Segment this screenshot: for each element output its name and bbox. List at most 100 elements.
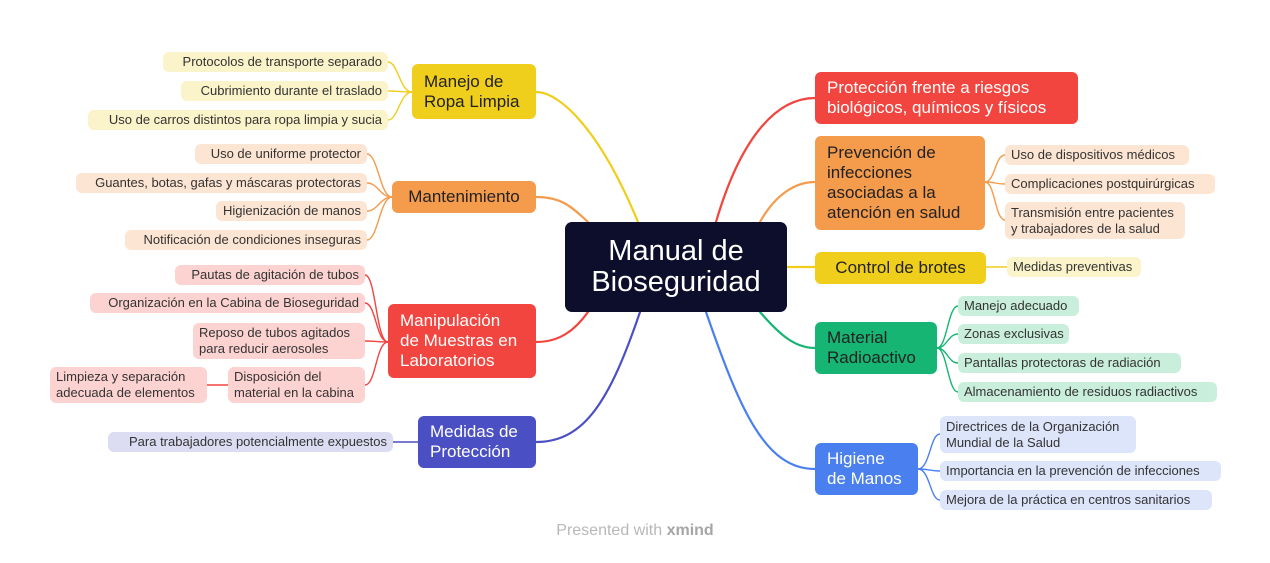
topic-line: atención en salud [827, 203, 961, 222]
subtopic-uso-carros[interactable]: Uso de carros distintos para ropa limpia… [88, 110, 388, 130]
subtopic-dispositivos-medicos[interactable]: Uso de dispositivos médicos [1005, 145, 1189, 165]
subtopic-notificacion-condiciones[interactable]: Notificación de condiciones inseguras [125, 230, 367, 250]
sub-connector-mues [364, 341, 389, 386]
sub-connector-mues [364, 340, 389, 343]
footer-prefix: Presented with [556, 522, 663, 539]
subtopic-pantallas-protectoras[interactable]: Pantallas protectoras de radiación [958, 353, 1181, 373]
subtopic-mejora-practica[interactable]: Mejora de la práctica en centros sanitar… [940, 490, 1212, 510]
subtopic-importancia-prevencion[interactable]: Importancia en la prevención de infeccio… [940, 461, 1221, 481]
topic-mantenimiento[interactable]: Mantenimiento [392, 181, 536, 213]
central-topic-line-1: Manual de [608, 235, 744, 267]
subtopic-line: Directrices de la Organización [946, 418, 1120, 434]
connector-ries [714, 96, 817, 224]
sub-connector-mant [366, 196, 393, 241]
subtopic-label: Protocolos de transporte separado [182, 54, 382, 69]
topic-line: biológicos, químicos y físicos [827, 98, 1047, 117]
sub-connector-mues [364, 274, 389, 343]
subtopic-limpieza-separacion[interactable]: Limpieza y separación adecuada de elemen… [50, 367, 207, 403]
topic-proteccion-riesgos[interactable]: Protección frente a riesgos biológicos, … [815, 72, 1078, 124]
sub-connector-radi [936, 347, 959, 393]
subtopic-complicaciones-postquirurgicas[interactable]: Complicaciones postquirúrgicas [1005, 174, 1215, 194]
topic-manejo-ropa-limpia[interactable]: Manejo de Ropa Limpia [412, 64, 536, 119]
sub-connector-higi [917, 433, 941, 470]
subtopic-transmision-pacientes[interactable]: Transmisión entre pacientes y trabajador… [1005, 202, 1185, 239]
topic-control-brotes[interactable]: Control de brotes [815, 252, 986, 284]
subtopic-label: Manejo adecuado [964, 298, 1068, 313]
subtopic-uniforme-protector[interactable]: Uso de uniforme protector [195, 144, 367, 164]
subtopic-label: Para trabajadores potencialmente expuest… [129, 434, 387, 449]
topic-line: Manejo de [424, 71, 504, 91]
subtopic-almacenamiento-residuos[interactable]: Almacenamiento de residuos radiactivos [958, 382, 1217, 402]
subtopic-line: Limpieza y separación [56, 369, 186, 384]
subtopic-label: Uso de uniforme protector [210, 146, 361, 161]
sub-connector-mues [364, 302, 389, 343]
connector-medi [534, 310, 642, 444]
topic-material-radioactivo[interactable]: Material Radioactivo [815, 322, 937, 374]
subtopic-line: y trabajadores de la salud [1011, 220, 1160, 236]
subtopic-label: Uso de dispositivos médicos [1011, 147, 1176, 162]
subtopic-label: Pantallas protectoras de radiación [964, 355, 1161, 370]
central-topic[interactable]: Manual de Bioseguridad [565, 222, 787, 312]
subtopic-line: material en la cabina [234, 385, 354, 400]
topic-line: Manipulación [400, 311, 501, 330]
presented-with-footer: Presented with xmind [0, 522, 1270, 540]
subtopic-line: Transmisión entre pacientes [1011, 204, 1174, 220]
central-topic-line-2: Bioseguridad [591, 266, 761, 298]
topic-medidas-proteccion[interactable]: Medidas de Protección [418, 416, 536, 468]
connector-ropa [534, 90, 640, 224]
topic-line: Control de brotes [835, 258, 966, 277]
subtopic-manejo-adecuado[interactable]: Manejo adecuado [958, 296, 1079, 316]
topic-line: Protección [430, 442, 511, 461]
sub-connector-mant [366, 153, 393, 198]
subtopic-label: Pautas de agitación de tubos [191, 267, 359, 282]
topic-line: Ropa Limpia [424, 91, 520, 111]
topic-line: infecciones [827, 163, 913, 182]
subtopic-pautas-agitacion[interactable]: Pautas de agitación de tubos [175, 265, 365, 285]
subtopic-higienizacion-manos[interactable]: Higienización de manos [216, 201, 367, 221]
subtopic-cubrimiento-traslado[interactable]: Cubrimiento durante el traslado [181, 81, 388, 101]
topic-line: Higiene [827, 449, 885, 468]
subtopic-zonas-exclusivas[interactable]: Zonas exclusivas [958, 324, 1069, 344]
xmind-brand: xmind [666, 522, 714, 539]
sub-connector-ropa [387, 61, 413, 93]
subtopic-reposo-tubos[interactable]: Reposo de tubos agitados para reducir ae… [193, 323, 365, 359]
subtopic-label: Complicaciones postquirúrgicas [1011, 176, 1195, 191]
subtopic-directrices-oms[interactable]: Directrices de la Organización Mundial d… [940, 416, 1136, 453]
subtopic-medidas-preventivas[interactable]: Medidas preventivas [1007, 257, 1141, 277]
sub-connector-higi [917, 468, 941, 501]
subtopic-label: Guantes, botas, gafas y máscaras protect… [95, 175, 361, 190]
connector-infe [758, 180, 817, 224]
sub-connector-infe [984, 154, 1006, 183]
subtopic-label: Importancia en la prevención de infeccio… [946, 463, 1200, 478]
subtopic-organizacion-cabina[interactable]: Organización en la Cabina de Biosegurida… [90, 293, 365, 313]
sub-connector-infe [984, 181, 1006, 221]
topic-prevencion-infecciones[interactable]: Prevención de infecciones asociadas a la… [815, 136, 985, 230]
subtopic-line: para reducir aerosoles [199, 341, 329, 356]
subtopic-guantes-botas[interactable]: Guantes, botas, gafas y máscaras protect… [76, 173, 367, 193]
topic-higiene-manos[interactable]: Higiene de Manos [815, 443, 918, 495]
topic-line: Radioactivo [827, 348, 916, 367]
topic-line: Protección frente a riesgos [827, 78, 1030, 97]
topic-line: asociadas a la [827, 183, 936, 202]
connector-higi [704, 310, 817, 471]
subtopic-protocolos-transporte[interactable]: Protocolos de transporte separado [163, 52, 388, 72]
subtopic-label: Zonas exclusivas [964, 326, 1064, 341]
subtopic-disposicion-material[interactable]: Disposición del material en la cabina [228, 367, 365, 403]
topic-manipulacion-muestras[interactable]: Manipulación de Muestras en Laboratorios [388, 304, 536, 378]
topic-line: de Manos [827, 469, 902, 488]
connector-mant [534, 195, 590, 224]
topic-line: Material [827, 328, 888, 347]
subtopic-label: Mejora de la práctica en centros sanitar… [946, 492, 1191, 507]
subtopic-line: Mundial de la Salud [946, 434, 1061, 450]
subtopic-label: Organización en la Cabina de Biosegurida… [108, 295, 359, 310]
subtopic-trabajadores-expuestos[interactable]: Para trabajadores potencialmente expuest… [108, 432, 393, 452]
subtopic-label: Medidas preventivas [1013, 259, 1133, 274]
connector-mues [534, 310, 590, 344]
sub-connector-ropa [387, 91, 413, 121]
subtopic-line: Reposo de tubos agitados [199, 325, 351, 340]
topic-line: de Muestras en [400, 331, 518, 350]
topic-line: Prevención de [827, 143, 936, 162]
sub-connector-radi [936, 305, 959, 349]
topic-line: Medidas de [430, 422, 518, 441]
